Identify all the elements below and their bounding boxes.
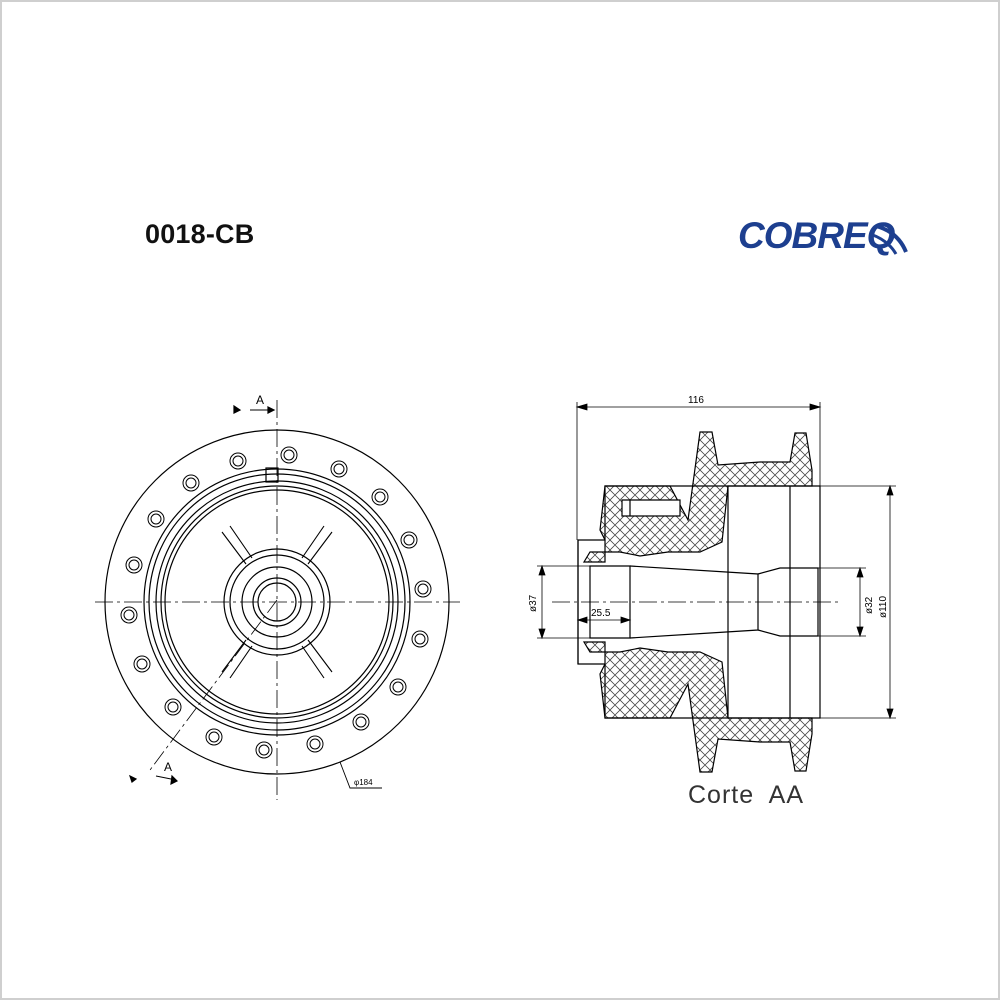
width-label: 116: [688, 395, 704, 406]
dim-bore-right: [818, 566, 866, 638]
section-mark-top: A: [256, 393, 264, 407]
logo-swoosh-icon: [869, 224, 908, 255]
section-view: [537, 402, 896, 773]
depth-label: 25.5: [591, 608, 611, 619]
bore-right-label: ø32: [864, 596, 875, 614]
hub-body-bottom: [582, 641, 813, 773]
brand-logo: COBREQ: [738, 214, 913, 258]
bolt-holes: [120, 446, 432, 759]
dim-width: [575, 402, 822, 540]
part-code: 0018-CB: [145, 219, 255, 249]
front-view: [95, 400, 460, 800]
bore-left-label: ø37: [528, 594, 539, 612]
dim-seat: [820, 484, 896, 720]
brand-logo-text: COBREQ: [738, 215, 895, 256]
seat-diameter-label: ø110: [878, 596, 889, 618]
outer-diameter-label: φ184: [354, 778, 373, 787]
front-centerlines: [95, 400, 460, 800]
spokes: [221, 525, 333, 679]
hub-body-top: [582, 431, 813, 563]
dim-depth: [576, 616, 632, 624]
dim-bore-left: [537, 564, 592, 640]
section-caption: Corte AA: [688, 781, 804, 809]
section-mark-bottom: A: [164, 760, 172, 774]
section-line: [149, 599, 278, 771]
